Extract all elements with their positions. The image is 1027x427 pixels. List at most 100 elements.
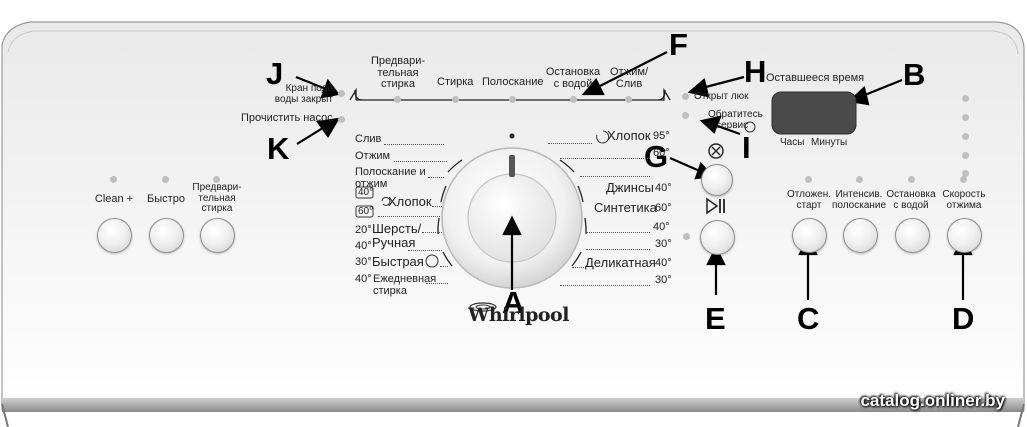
phase-spin-drain: Отжим/ Слив [609, 66, 649, 90]
led-clean-pump [338, 116, 345, 123]
program-jeans-temp: 40° [655, 182, 672, 194]
prewash-button[interactable] [200, 218, 235, 253]
display-title: Оставшееся время [766, 72, 865, 84]
knob-scale-ticks [437, 159, 587, 267]
clean-plus-button[interactable] [97, 218, 132, 253]
callout-f: F [669, 27, 688, 62]
phase-rinse: Полоскание [482, 76, 544, 88]
led-prewash-button [213, 176, 220, 183]
time-display [771, 91, 857, 135]
quick-button[interactable] [149, 218, 184, 253]
wrench-icon [744, 121, 756, 133]
program-cotton-95: Хлопок [607, 128, 651, 143]
program-wool-20-temp: 20° [355, 224, 372, 236]
program-cotton-60r-temp: 60° [653, 147, 670, 159]
callout-a: A [502, 285, 525, 320]
quick-label: Быстро [147, 193, 185, 205]
delay-start-button[interactable] [792, 218, 827, 253]
callout-e: E [705, 301, 726, 336]
clean-pump-label: Прочистить насос [241, 112, 333, 124]
program-cotton-60-temp: 60° [358, 206, 374, 217]
program-cotton-eco: Хлопок [388, 194, 432, 209]
program-synthetics-temp: 60° [655, 202, 672, 214]
callout-h: H [744, 54, 767, 89]
phase-wash: Стирка [437, 76, 474, 88]
phase-prewash: Предвари- тельная стирка [370, 55, 426, 91]
play-pause-icon [706, 197, 719, 215]
program-cotton-95-temp: 95° [653, 130, 670, 142]
led-tap-closed [338, 90, 345, 97]
watermark: catalog.onliner.by [860, 391, 1005, 410]
prewash-button-label: Предвари- тельная стирка [192, 182, 242, 214]
spin-speed-label: Скорость отжима [942, 189, 986, 211]
program-daily: Ежедневная стирка [373, 273, 437, 297]
program-quick: Быстрая [372, 254, 424, 269]
callout-arrows [295, 51, 973, 300]
rinse-hold-button[interactable] [895, 218, 930, 253]
rinse-hold-button-label: Остановка с водой [886, 189, 936, 211]
led-column-1 [962, 95, 969, 102]
eco-icon [381, 196, 391, 206]
start-pause-button[interactable] [700, 220, 735, 255]
intensive-rinse-label: Интенсив. полоскание [831, 189, 887, 211]
program-wool-40-temp: 40° [355, 240, 372, 252]
led-service [682, 112, 689, 119]
program-wool: Шерсть/ Ручная [372, 221, 422, 250]
panel-bottom-lip [2, 398, 1024, 412]
tap-closed-label: Кран пода воды закрыт [274, 83, 333, 105]
cancel-button[interactable] [701, 164, 733, 196]
program-delicate-30-temp: 30° [655, 274, 672, 286]
led-intensive-rinse [856, 176, 863, 183]
led-column-3 [962, 133, 969, 140]
callout-i: I [742, 130, 751, 165]
program-synthetics-40-temp: 40° [653, 221, 670, 233]
program-selector-knob[interactable] [442, 148, 582, 288]
program-cotton-temp: 40° [358, 187, 374, 198]
intensive-rinse-button[interactable] [843, 218, 878, 253]
quick-clock-icon [425, 254, 439, 268]
door-open-label: Открыт люк [694, 91, 749, 102]
led-start-pause [683, 233, 690, 240]
led-door-open [682, 93, 689, 100]
led-rinse-hold-button [908, 176, 915, 183]
callout-j: J [266, 56, 284, 91]
service-label: Обратитесь в сервис [708, 109, 763, 131]
brand-logo: Whirlpool [468, 304, 569, 326]
program-synthetics-30-temp: 30° [655, 238, 672, 250]
led-clean-plus [110, 176, 117, 183]
callout-b: B [903, 57, 926, 92]
led-rinse [509, 96, 516, 103]
program-delicate-temp: 40° [655, 257, 672, 269]
led-spin-drain [625, 96, 632, 103]
led-delay-start [805, 176, 812, 183]
temp-box-40 [355, 186, 374, 199]
led-rinse-hold [570, 96, 577, 103]
led-column-2 [962, 114, 969, 121]
callout-k: K [267, 131, 290, 166]
program-jeans: Джинсы [606, 180, 654, 195]
spin-speed-button[interactable] [947, 218, 982, 253]
display-minutes: Минуты [811, 137, 848, 148]
phase-rinse-hold: Остановка с водой [545, 66, 601, 90]
delay-start-label: Отложен. старт [786, 189, 832, 211]
led-wash [452, 96, 459, 103]
led-prewash [394, 96, 401, 103]
clean-plus-label: Clean + [94, 193, 134, 205]
led-quick [162, 176, 169, 183]
callout-g: G [644, 139, 669, 174]
program-drain: Слив [355, 133, 382, 145]
display-hours: Часы [780, 137, 805, 148]
program-daily-temp: 40° [355, 273, 372, 285]
callout-c: C [797, 301, 820, 336]
cancel-x-icon [708, 143, 724, 159]
brand-swirl [469, 302, 497, 312]
program-synthetics: Синтетика [594, 200, 657, 215]
led-spin-speed [960, 176, 967, 183]
temp-box-60 [355, 205, 374, 218]
program-spin: Отжим [355, 150, 391, 162]
callout-d: D [952, 301, 975, 336]
led-column-4 [962, 152, 969, 159]
program-quick-temp: 30° [355, 256, 372, 268]
